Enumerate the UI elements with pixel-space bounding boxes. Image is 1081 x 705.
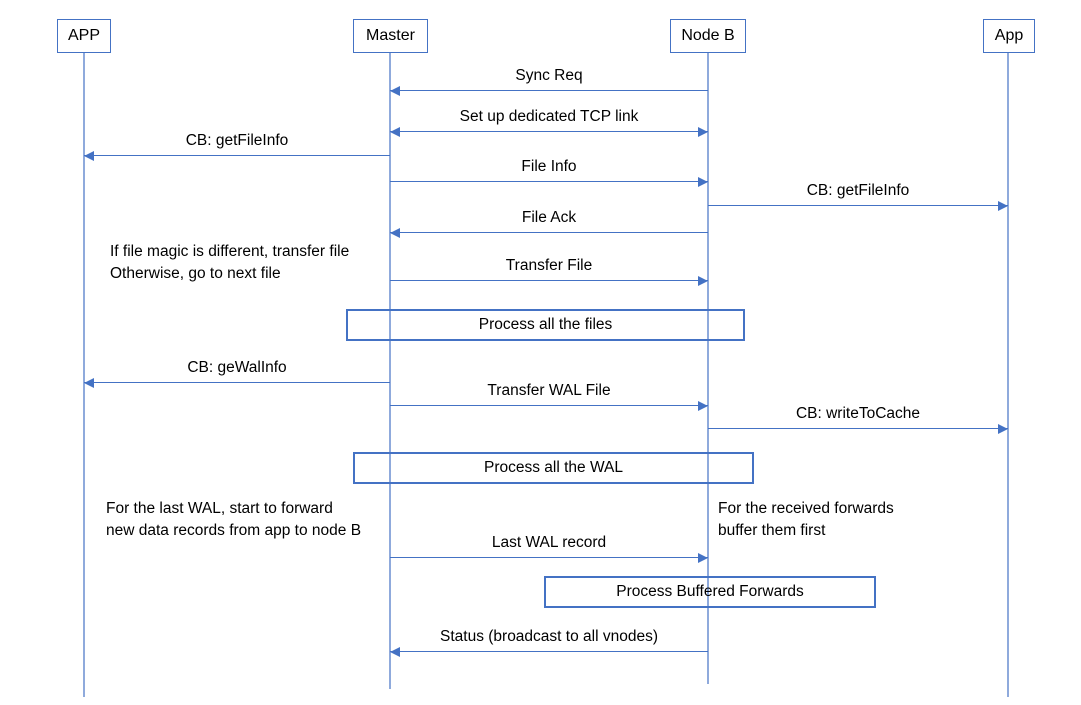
process-box-label: Process all the WAL	[484, 459, 623, 476]
note-n2: For the last WAL, start to forward new d…	[106, 500, 362, 540]
process-box-label: Process Buffered Forwards	[616, 583, 804, 600]
message-line-m2	[390, 131, 708, 133]
message-line-m5	[708, 205, 1008, 207]
message-label-m9: Transfer WAL File	[487, 382, 611, 399]
participant-label: Master	[366, 27, 415, 44]
lifeline-app-left	[83, 53, 85, 697]
message-line-m11	[390, 557, 708, 559]
arrowhead-left-m6	[390, 227, 400, 238]
arrowhead-right-m7	[698, 275, 708, 286]
message-label-m8: CB: geWalInfo	[187, 359, 287, 376]
participant-label: Node B	[681, 27, 735, 44]
message-label-m10: CB: writeToCache	[795, 405, 921, 422]
lifeline-master	[389, 53, 391, 689]
message-label-m2: Set up dedicated TCP link	[459, 108, 639, 125]
participant-app-right[interactable]: App	[983, 19, 1035, 53]
note-n1: If file magic is different, transfer fil…	[110, 243, 350, 283]
process-box-pb2[interactable]: Process all the WAL	[353, 452, 754, 484]
participant-app-left[interactable]: APP	[57, 19, 111, 53]
participant-label: APP	[67, 27, 100, 44]
message-label-m5: CB: getFileInfo	[806, 182, 910, 199]
arrowhead-left-m12	[390, 646, 400, 657]
arrowhead-right-m2	[698, 126, 708, 137]
message-line-m1	[390, 90, 708, 92]
participant-master[interactable]: Master	[353, 19, 428, 53]
arrowhead-right-m5	[998, 200, 1008, 211]
message-label-m1: Sync Req	[515, 67, 583, 84]
arrowhead-left-m2	[390, 126, 400, 137]
message-line-m3	[84, 155, 390, 157]
message-line-m8	[84, 382, 390, 384]
arrowhead-right-m11	[698, 552, 708, 563]
arrowhead-right-m10	[998, 423, 1008, 434]
message-label-m11: Last WAL record	[491, 534, 607, 551]
message-line-m4	[390, 181, 708, 183]
message-label-m7: Transfer File	[505, 257, 593, 274]
message-label-m3: CB: getFileInfo	[185, 132, 289, 149]
message-line-m12	[390, 651, 708, 653]
message-label-m4: File Info	[521, 158, 577, 175]
message-line-m9	[390, 405, 708, 407]
arrowhead-left-m1	[390, 85, 400, 96]
lifeline-app-right	[1007, 53, 1009, 697]
participant-label: App	[994, 27, 1024, 44]
message-line-m10	[708, 428, 1008, 430]
process-box-pb1[interactable]: Process all the files	[346, 309, 745, 341]
process-box-pb3[interactable]: Process Buffered Forwards	[544, 576, 876, 608]
message-line-m7	[390, 280, 708, 282]
participant-nodeb[interactable]: Node B	[670, 19, 746, 53]
message-label-m12: Status (broadcast to all vnodes)	[440, 628, 658, 645]
arrowhead-right-m4	[698, 176, 708, 187]
message-line-m6	[390, 232, 708, 234]
note-n3: For the received forwards buffer them fi…	[718, 500, 894, 540]
arrowhead-left-m8	[84, 377, 94, 388]
lifeline-nodeb	[707, 53, 709, 684]
arrowhead-right-m9	[698, 400, 708, 411]
process-box-label: Process all the files	[478, 316, 613, 333]
message-label-m6: File Ack	[521, 209, 577, 226]
arrowhead-left-m3	[84, 150, 94, 161]
